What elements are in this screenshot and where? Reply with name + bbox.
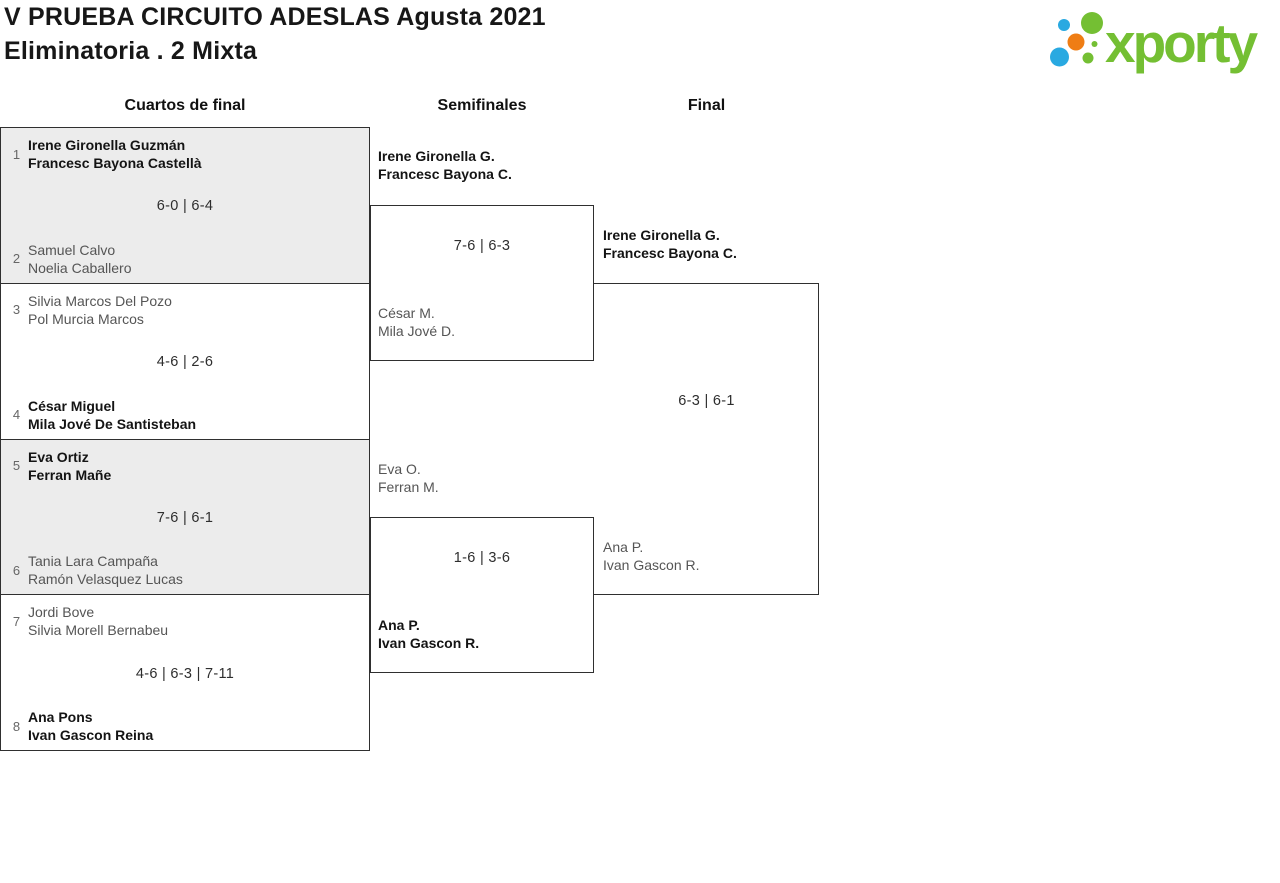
team-name: Ana P.Ivan Gascon R.	[378, 617, 480, 651]
sf-match-1[interactable]	[370, 205, 594, 361]
team-name: Irene Gironella G.Francesc Bayona C.	[378, 148, 512, 182]
team-name: Eva O.Ferran M.	[378, 461, 439, 495]
xporty-logo-dots-icon	[1050, 12, 1103, 67]
xporty-logo-text: xporty	[1105, 12, 1259, 74]
match-score: 7-6 | 6-3	[453, 238, 511, 254]
seed-number: 4	[12, 407, 21, 422]
match-score: 7-6 | 6-1	[156, 509, 214, 526]
sf-match-2[interactable]	[370, 517, 594, 673]
column-header-quarterfinals: Cuartos de final	[124, 97, 246, 114]
seed-number: 6	[12, 562, 21, 578]
seed-number: 7	[12, 613, 21, 629]
xporty-logo[interactable]: xporty	[1045, 4, 1280, 76]
seed-number: 2	[12, 251, 21, 267]
seed-number: 5	[12, 458, 21, 473]
final-match[interactable]	[594, 283, 819, 595]
page-title: V PRUEBA CIRCUITO ADESLAS Agusta 2021	[4, 3, 546, 31]
team-name: César M.Mila Jové D.	[378, 305, 456, 339]
page-subtitle: Eliminatoria . 2 Mixta	[4, 37, 258, 65]
seed-number: 8	[12, 718, 21, 734]
match-score: 4-6 | 2-6	[156, 354, 214, 371]
column-header-final: Final	[687, 97, 726, 114]
match-score: 6-0 | 6-4	[156, 198, 214, 215]
team-name: Irene Gironella G.Francesc Bayona C.	[603, 227, 737, 261]
match-score: 6-3 | 6-1	[678, 393, 735, 409]
seed-number: 3	[12, 302, 21, 318]
column-header-semifinals: Semifinales	[437, 97, 527, 114]
seed-number: 1	[12, 146, 21, 162]
match-score: 4-6 | 6-3 | 7-11	[135, 665, 235, 682]
match-score: 1-6 | 3-6	[453, 550, 511, 566]
team-name: Ana P.Ivan Gascon R.	[603, 539, 700, 573]
